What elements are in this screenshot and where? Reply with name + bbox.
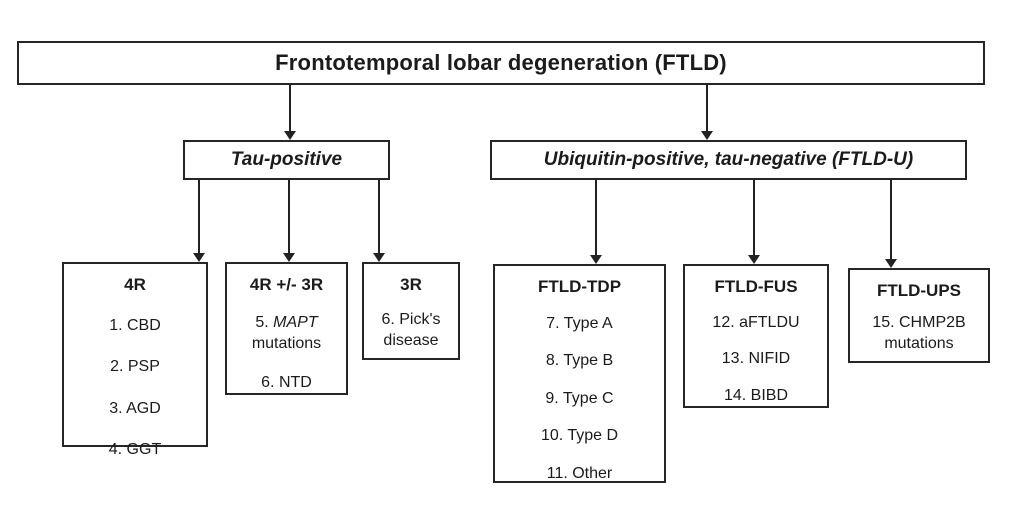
gene-name: MAPT <box>273 313 318 331</box>
arrow-line <box>378 178 380 256</box>
arrowhead-down-icon <box>283 253 295 262</box>
arrow-tau-to-3r <box>373 178 385 262</box>
list-item: 13. NIFID <box>721 350 791 368</box>
arrow-line <box>890 179 892 262</box>
arrow-ubiquitin-to-tdp <box>590 179 602 264</box>
arrowhead-down-icon <box>193 253 205 262</box>
list-item: 11. Other <box>546 464 613 482</box>
tau-positive-label: Tau-positive <box>230 149 343 170</box>
list-item: 7. Type A <box>546 314 613 332</box>
arrow-tau-to-4r <box>193 178 205 262</box>
arrowhead-down-icon <box>590 255 602 264</box>
list-item: 14. BIBD <box>723 386 789 404</box>
arrowhead-down-icon <box>373 253 385 262</box>
list-item: 3. AGD <box>109 399 161 417</box>
arrow-tau-to-4r3r <box>283 178 295 262</box>
arrow-title-to-ubiquitin <box>701 84 713 140</box>
box-4r3r-header: 4R +/- 3R <box>249 275 324 294</box>
list-item: 12. aFTLDU <box>712 313 800 331</box>
list-item: 2. PSP <box>110 358 160 376</box>
ubiquitin-positive-label: Ubiquitin-positive, tau-negative (FTLD-U… <box>543 149 914 170</box>
list-item: 6. Pick's disease <box>381 310 441 350</box>
list-item: 1. CBD <box>109 316 161 334</box>
list-item: 5. MAPT mutations <box>227 312 346 355</box>
arrow-line <box>289 84 291 134</box>
arrowhead-down-icon <box>885 259 897 268</box>
arrow-line <box>198 178 200 256</box>
list-item: 4. GGT <box>108 441 162 459</box>
box-ftld-tdp: FTLD-TDP 7. Type A 8. Type B 9. Type C 1… <box>493 264 666 483</box>
arrow-line <box>288 178 290 256</box>
box-3r-header: 3R <box>400 275 422 294</box>
box-ubiquitin-positive: Ubiquitin-positive, tau-negative (FTLD-U… <box>490 140 967 180</box>
arrow-line <box>753 179 755 258</box>
box-ftld-fus: FTLD-FUS 12. aFTLDU 13. NIFID 14. BIBD <box>683 264 829 408</box>
box-tau-positive: Tau-positive <box>183 140 390 180</box>
box-ups-header: FTLD-UPS <box>876 281 962 300</box>
ftld-title-text: Frontotemporal lobar degeneration (FTLD) <box>275 50 727 75</box>
box-ftld-title: Frontotemporal lobar degeneration (FTLD) <box>17 41 985 85</box>
item-text: mutations <box>251 335 322 353</box>
list-item: 15. CHMP2B mutations <box>872 313 966 353</box>
arrow-line <box>595 179 597 258</box>
item-number: 5. <box>255 313 269 331</box>
arrow-ubiquitin-to-ups <box>885 179 897 268</box>
arrowhead-down-icon <box>748 255 760 264</box>
arrow-title-to-tau <box>284 84 296 140</box>
arrow-line <box>706 84 708 134</box>
box-4r-header: 4R <box>124 275 146 294</box>
box-4r-plus-minus-3r: 4R +/- 3R 5. MAPT mutations 6. NTD <box>225 262 348 395</box>
box-tdp-header: FTLD-TDP <box>537 277 622 296</box>
arrowhead-down-icon <box>701 131 713 140</box>
list-item: 10. Type D <box>540 427 619 445</box>
box-3r: 3R 6. Pick's disease <box>362 262 460 360</box>
list-item: 6. NTD <box>261 373 312 391</box>
box-ftld-ups: FTLD-UPS 15. CHMP2B mutations <box>848 268 990 363</box>
arrow-ubiquitin-to-fus <box>748 179 760 264</box>
list-item: 8. Type B <box>545 352 614 370</box>
box-fus-header: FTLD-FUS <box>714 277 798 296</box>
box-4r: 4R 1. CBD 2. PSP 3. AGD 4. GGT <box>62 262 208 458</box>
list-item: 9. Type C <box>545 389 614 407</box>
arrowhead-down-icon <box>284 131 296 140</box>
